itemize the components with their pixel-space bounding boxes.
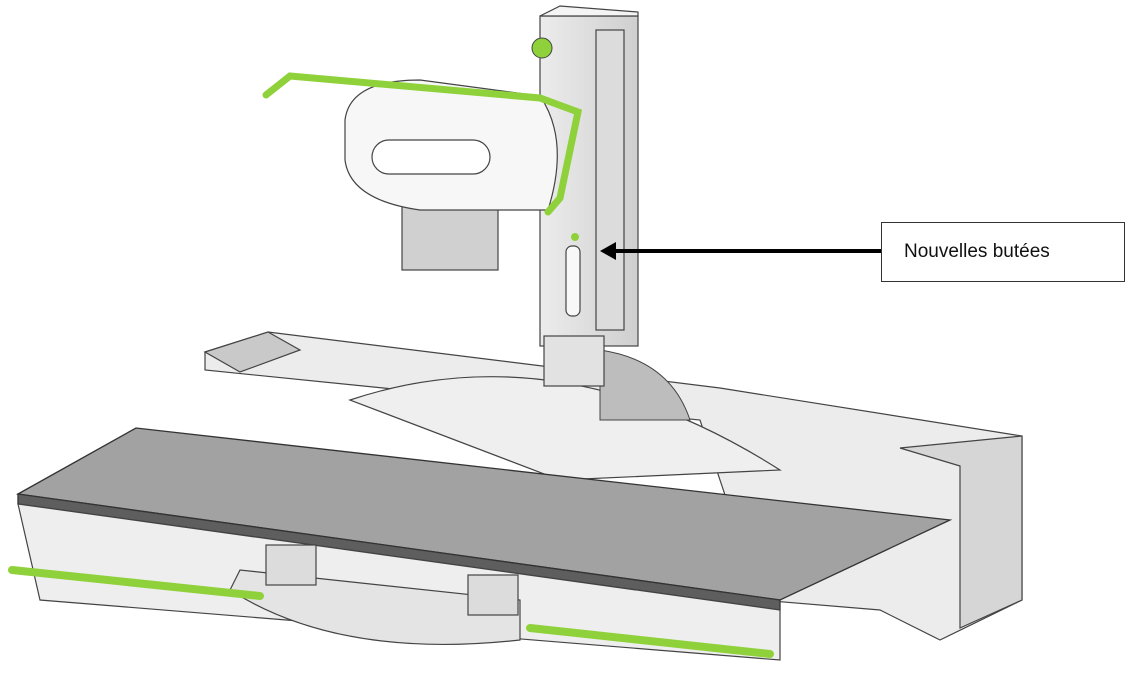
column-indicator (571, 233, 579, 241)
xray-tube-head (344, 79, 558, 271)
vertical-column (539, 5, 639, 387)
rail-green-right (526, 624, 774, 658)
callout-arrowhead (600, 242, 616, 260)
column-knob (531, 37, 553, 59)
swing-plate-side (599, 349, 691, 421)
tube-handle-green (262, 72, 583, 216)
annotation-label: Nouvelles butées (904, 241, 1050, 262)
rail-green-left (8, 566, 264, 600)
table-base (17, 503, 781, 661)
annotation-callout-box: Nouvelles butées (881, 222, 1125, 282)
